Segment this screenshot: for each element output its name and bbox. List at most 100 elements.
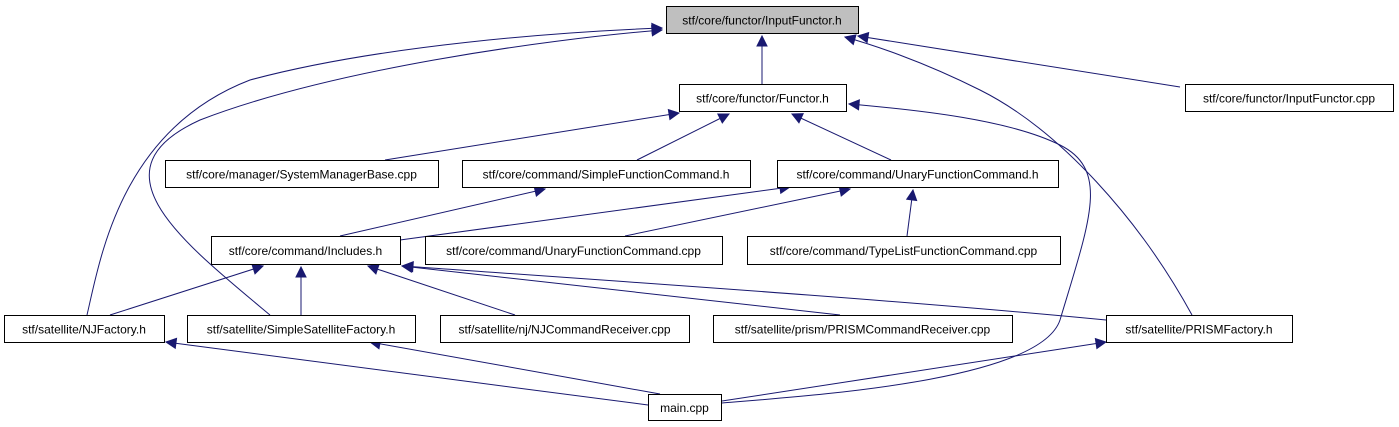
edges-layer — [86, 22, 1193, 406]
edge-line — [791, 113, 892, 161]
node-box — [462, 160, 751, 188]
node-label: stf/satellite/SimpleSatelliteFactory.h — [207, 323, 396, 337]
node-box — [1185, 84, 1394, 112]
edge-simplesatellitefactory_h-to-includes_h — [295, 265, 307, 315]
node-prismcommandreceiver-cpp[interactable]: stf/satellite/prism/PRISMCommandReceiver… — [713, 315, 1013, 343]
edge-arrowhead — [843, 34, 857, 46]
edge-njfactory_h-to-includes_h — [109, 263, 265, 316]
node-label: stf/core/command/Includes.h — [229, 244, 382, 258]
node-label: stf/core/command/UnaryFunctionCommand.h — [796, 168, 1038, 182]
edge-arrowhead — [847, 99, 860, 111]
edge-includes_h-to-unaryfunctioncommand_h — [399, 182, 792, 241]
node-box — [4, 315, 165, 343]
edge-line — [148, 29, 663, 316]
edge-functor_h-to-inputfunctor_h — [756, 34, 768, 84]
node-label: stf/core/functor/Functor.h — [696, 92, 829, 106]
node-box — [165, 160, 439, 188]
node-label: stf/satellite/nj/NJCommandReceiver.cpp — [458, 323, 670, 337]
edge-line — [721, 103, 1091, 404]
node-label: stf/core/command/UnaryFunctionCommand.cp… — [446, 244, 701, 258]
edge-simplefunctioncommand_h-to-functor_h — [636, 113, 730, 161]
node-box — [648, 394, 722, 421]
node-box — [187, 315, 416, 343]
node-label: stf/core/command/TypeListFunctionCommand… — [770, 244, 1038, 258]
node-label: stf/satellite/prism/PRISMCommandReceiver… — [735, 323, 991, 337]
node-label: stf/core/functor/InputFunctor.h — [682, 14, 841, 28]
edge-arrowhead — [164, 337, 178, 350]
edge-unaryfunctioncommand_cpp-to-unaryfunctioncommand_h — [624, 185, 852, 237]
edge-arrowhead — [366, 263, 380, 275]
edge-systemmanagerbase_cpp-to-functor_h — [384, 108, 681, 161]
edge-prismfactory_h-to-includes_h — [401, 260, 1107, 321]
node-box — [211, 236, 401, 265]
edge-arrowhead — [756, 34, 768, 47]
edge-line — [367, 265, 516, 316]
node-label: stf/core/command/SimpleFunctionCommand.h — [483, 168, 730, 182]
edge-line — [844, 36, 1193, 316]
edge-arrowhead — [856, 31, 870, 44]
node-typelistfunctioncommand-cpp[interactable]: stf/core/command/TypeListFunctionCommand… — [747, 236, 1061, 265]
edge-line — [857, 35, 1181, 88]
node-systemmanagerbase-cpp[interactable]: stf/core/manager/SystemManagerBase.cpp — [165, 160, 439, 188]
edge-arrowhead — [1094, 337, 1108, 350]
edge-includes_h-to-simplefunctioncommand_h — [339, 185, 547, 237]
edge-arrowhead — [905, 188, 918, 202]
edge-arrowhead — [401, 260, 414, 273]
edge-arrowhead — [790, 113, 804, 124]
edge-inputfunctor_cpp-to-inputfunctor_h — [856, 31, 1181, 88]
edge-main_cpp-to-prismfactory_h — [721, 337, 1108, 402]
node-inputfunctor-h: stf/core/functor/InputFunctor.h — [666, 6, 859, 34]
node-prismfactory-h[interactable]: stf/satellite/PRISMFactory.h — [1106, 315, 1293, 343]
edge-line — [399, 186, 791, 241]
edge-line — [721, 341, 1107, 402]
node-includes-h[interactable]: stf/core/command/Includes.h — [211, 236, 401, 265]
node-unaryfunctioncommand-h[interactable]: stf/core/command/UnaryFunctionCommand.h — [777, 160, 1059, 188]
node-box — [679, 84, 847, 112]
edge-line — [401, 265, 841, 316]
node-box — [425, 236, 723, 265]
edge-arrowhead — [295, 265, 307, 278]
node-box — [666, 6, 859, 34]
node-unaryfunctioncommand-cpp[interactable]: stf/core/command/UnaryFunctionCommand.cp… — [425, 236, 723, 265]
node-box — [440, 315, 690, 343]
node-njfactory-h[interactable]: stf/satellite/NJFactory.h — [4, 315, 165, 343]
node-label: stf/satellite/NJFactory.h — [22, 323, 146, 337]
edge-njcommandreceiver_cpp-to-includes_h — [366, 263, 516, 316]
edge-line — [86, 27, 663, 316]
edge-prismfactory_h-to-inputfunctor_h — [843, 34, 1193, 316]
edge-arrowhead — [717, 113, 730, 124]
node-simplesatellitefactory-h[interactable]: stf/satellite/SimpleSatelliteFactory.h — [187, 315, 416, 343]
edge-typelistfunctioncommand_cpp-to-unaryfunctioncommand_h — [905, 188, 918, 237]
node-inputfunctor-cpp[interactable]: stf/core/functor/InputFunctor.cpp — [1185, 84, 1394, 112]
edge-line — [165, 341, 649, 406]
node-functor-h[interactable]: stf/core/functor/Functor.h — [679, 84, 847, 112]
edge-line — [109, 265, 264, 316]
node-label: stf/satellite/PRISMFactory.h — [1125, 323, 1272, 337]
edge-arrowhead — [667, 108, 681, 121]
edge-simplesatellitefactory_h-to-inputfunctor_h — [148, 25, 664, 316]
edge-arrowhead — [651, 25, 664, 37]
edge-line — [636, 113, 730, 161]
edge-line — [402, 265, 1107, 321]
edge-arrowhead — [251, 263, 265, 275]
node-njcommandreceiver-cpp[interactable]: stf/satellite/nj/NJCommandReceiver.cpp — [440, 315, 690, 343]
edge-main_cpp-to-functor_h — [721, 99, 1091, 404]
node-label: main.cpp — [660, 401, 709, 415]
edge-unaryfunctioncommand_h-to-functor_h — [790, 113, 892, 161]
nodes-layer: stf/core/functor/InputFunctor.h stf/core/… — [4, 6, 1394, 421]
node-box — [747, 236, 1061, 265]
node-box — [713, 315, 1013, 343]
node-box — [1106, 315, 1293, 343]
edge-line — [384, 112, 680, 161]
node-label: stf/core/functor/InputFunctor.cpp — [1203, 92, 1375, 106]
node-simplefunctioncommand-h[interactable]: stf/core/command/SimpleFunctionCommand.h — [462, 160, 751, 188]
edge-main_cpp-to-njfactory_h — [164, 337, 649, 406]
node-main-cpp[interactable]: main.cpp — [648, 394, 722, 421]
edge-line — [339, 188, 546, 237]
node-box — [777, 160, 1059, 188]
edge-line — [369, 341, 661, 395]
edge-line — [624, 188, 851, 237]
node-label: stf/core/manager/SystemManagerBase.cpp — [186, 168, 417, 182]
edge-main_cpp-to-simplesatellitefactory_h — [368, 338, 661, 395]
